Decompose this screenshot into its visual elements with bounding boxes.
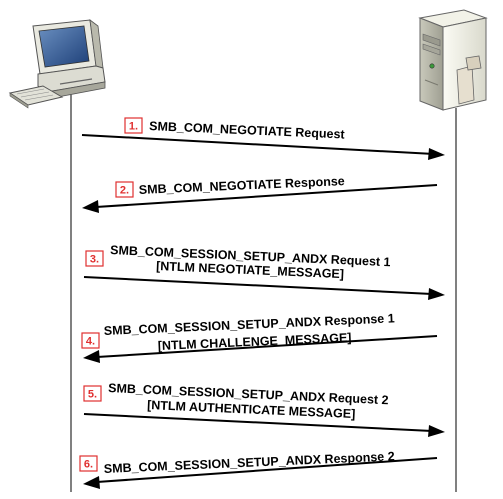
- step-number: 5.: [88, 389, 97, 401]
- message-label: SMB_COM_SESSION_SETUP_ANDX Response 1: [104, 311, 395, 338]
- step-badge: [79, 455, 98, 472]
- message-2: 2. SMB_COM_NEGOTIATE Response: [82, 174, 438, 213]
- message-5: 5. SMB_COM_SESSION_SETUP_ANDX Request 2 …: [83, 381, 445, 437]
- step-number: 2.: [120, 185, 129, 197]
- message-label: SMB_COM_NEGOTIATE Request: [149, 119, 346, 142]
- step-number: 3.: [90, 254, 99, 266]
- message-1: 1. SMB_COM_NEGOTIATE Request: [81, 117, 445, 160]
- message-arrow: [95, 184, 438, 208]
- step-badge: [85, 250, 104, 267]
- computer-icon: [8, 19, 106, 109]
- arrowhead: [428, 425, 445, 437]
- step-badge: [115, 181, 134, 198]
- step-number: 6.: [84, 459, 93, 471]
- server-icon: [418, 9, 488, 111]
- step-number: 4.: [86, 336, 95, 348]
- message-4: 4. SMB_COM_SESSION_SETUP_ANDX Response 1…: [81, 311, 438, 363]
- message-3: 3. SMB_COM_SESSION_SETUP_ANDX Request 1 …: [83, 243, 445, 300]
- arrowhead: [83, 350, 100, 363]
- step-badge: [124, 117, 143, 134]
- message-arrow: [81, 134, 435, 155]
- step-number: 1.: [129, 121, 138, 133]
- step-badge: [83, 385, 102, 402]
- arrowhead: [428, 148, 445, 160]
- message-arrow: [83, 276, 433, 295]
- message-arrow: [96, 457, 438, 483]
- arrowhead: [428, 288, 445, 300]
- message-arrow: [96, 335, 438, 358]
- arrowhead: [82, 200, 99, 213]
- step-badge: [81, 332, 100, 349]
- message-arrow: [83, 413, 433, 432]
- message-6: 6. SMB_COM_SESSION_SETUP_ANDX Response 2: [79, 449, 438, 489]
- arrowhead: [83, 476, 100, 489]
